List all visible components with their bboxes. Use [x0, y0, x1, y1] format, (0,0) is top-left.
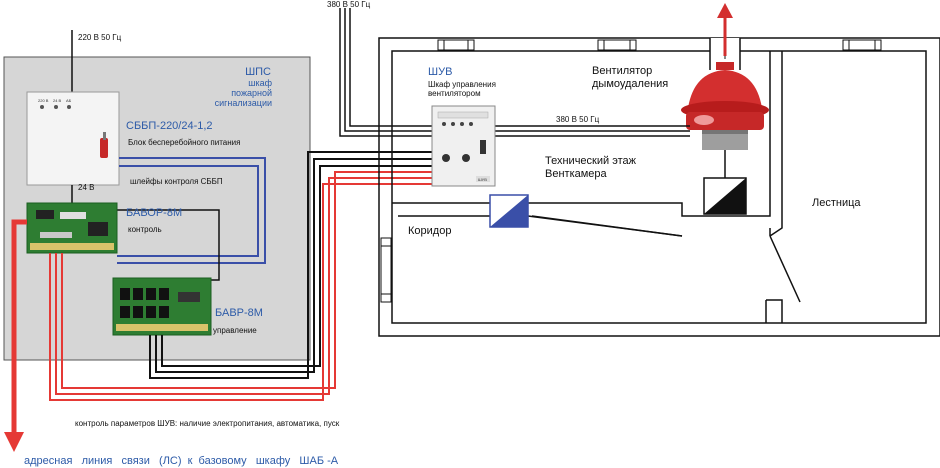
sbbp-led-3 — [67, 105, 71, 109]
sbbp-lock — [103, 132, 106, 140]
bavr-relay-8 — [159, 306, 169, 318]
bavor-model: БАВОР-8М — [126, 207, 182, 219]
fan-airflow-arrow — [717, 3, 733, 18]
shuv-line1: Шкаф управления — [428, 80, 496, 89]
bavr-model: БАВР-8М — [215, 307, 263, 319]
sbbp-desc: Блок бесперебойного питания — [128, 138, 240, 147]
bavor-chip-4 — [40, 232, 72, 238]
bavr-relay-2 — [133, 288, 143, 300]
shuv-button-1 — [442, 154, 450, 162]
shuv-led-4 — [469, 122, 473, 126]
wall-vent-left — [380, 237, 392, 303]
loops-label: шлейфы контроля СББП — [130, 177, 223, 186]
bavor-terminal-strip — [30, 243, 114, 250]
sbbp-loop-inner — [117, 165, 259, 257]
stairs-label: Лестница — [812, 197, 861, 209]
sbbp-led-1 — [40, 105, 44, 109]
bavor-chip-1 — [36, 210, 54, 219]
shuv-switch — [480, 140, 486, 154]
shuv-badge: ШУВ — [478, 177, 487, 182]
shuv-led-3 — [460, 122, 464, 126]
roof-vent-3 — [842, 39, 882, 51]
fire-damper-fan-fill — [704, 178, 746, 214]
supply-380-wire-3 — [349, 8, 432, 127]
shuv-led-1 — [442, 122, 446, 126]
stairs-door — [769, 235, 801, 303]
sbbp-loop-outer — [117, 157, 266, 264]
sbbp-panel-label-1: 220 В — [38, 98, 49, 103]
control-wire-red-1 — [61, 171, 432, 389]
supply-220-label: 220 В 50 Гц — [78, 33, 122, 42]
control-caption: контроль параметров ШУВ: наличие электро… — [75, 419, 340, 428]
address-line-wire — [11, 219, 27, 432]
sbbp-panel-label-3: АБ — [66, 98, 72, 103]
fan-hood — [688, 70, 762, 108]
shuv-panel-strip — [437, 111, 489, 119]
fan-motor-top — [716, 62, 734, 70]
fan-base — [702, 130, 748, 150]
control-wire-black-1 — [149, 151, 432, 379]
control-wire-red-3 — [49, 183, 432, 401]
bavr-relay-4 — [159, 288, 169, 300]
building-outer-wall — [378, 37, 940, 337]
shps-line1: шкаф — [248, 78, 272, 88]
fan-label-2: дымоудаления — [592, 78, 668, 90]
sbbp-panel-label-2: 24 В — [53, 98, 62, 103]
shuv-button-2 — [462, 154, 470, 162]
bavor-bavr-wire — [116, 209, 220, 281]
corridor-label: Коридор — [408, 225, 451, 237]
supply-380-top-label: 380 В 50 Гц — [327, 0, 371, 9]
shps-line2: пожарной — [231, 88, 272, 98]
fire-damper-corridor-fill — [490, 195, 528, 227]
roof-vent-2 — [597, 39, 637, 51]
fan-body-shine — [694, 115, 714, 125]
bavor-chip-3 — [88, 222, 108, 236]
stairs-partition-low — [765, 299, 783, 323]
bavr-relay-6 — [133, 306, 143, 318]
supply-380-mid-label: 380 В 50 Гц — [556, 115, 600, 124]
control-wire-black-3 — [161, 165, 432, 367]
bavr-relay-3 — [146, 288, 156, 300]
bavor-chip-2 — [60, 212, 86, 219]
shps-line3: сигнализации — [215, 98, 272, 108]
bavr-relay-7 — [146, 306, 156, 318]
supply-380-wire-2 — [344, 8, 432, 132]
sbbp-model: СББП-220/24-1,2 — [126, 120, 213, 132]
fan-base-shade — [702, 130, 748, 134]
power-24v-label: 24 В — [78, 183, 94, 192]
shuv-badge-bg — [476, 176, 490, 182]
shps-title: ШПС — [245, 66, 271, 78]
corridor-door — [531, 215, 683, 237]
fan-label-1: Вентилятор — [592, 65, 652, 77]
bavr-terminal-strip — [116, 324, 208, 331]
address-line-caption: адресная линия связи (ЛС) к базовому шка… — [24, 455, 339, 467]
shuv-title: ШУВ — [428, 66, 452, 78]
bavr-chip — [178, 292, 200, 302]
bavr-desc: управление — [213, 326, 257, 335]
shuv-led-2 — [451, 122, 455, 126]
building-inner-wall — [391, 50, 927, 324]
bavor-desc: контроль — [128, 225, 162, 234]
tech-floor-wall — [392, 51, 771, 217]
supply-380-wire-1 — [339, 8, 432, 137]
bavr-relay-5 — [120, 306, 130, 318]
shuv-line2: вентилятором — [428, 89, 481, 98]
sbbp-handle — [100, 138, 108, 158]
sbbp-led-2 — [54, 105, 58, 109]
tech-floor-label: Технический этаж — [545, 155, 637, 167]
roof-vent-1 — [437, 39, 475, 51]
control-wire-red-2 — [55, 177, 432, 395]
stairs-wall — [769, 51, 783, 237]
roof-fan — [681, 62, 769, 150]
control-wire-black-2 — [155, 158, 432, 373]
bavr-relay-1 — [120, 288, 130, 300]
address-line-arrow — [4, 432, 24, 452]
vent-room-label: Венткамера — [545, 168, 608, 180]
